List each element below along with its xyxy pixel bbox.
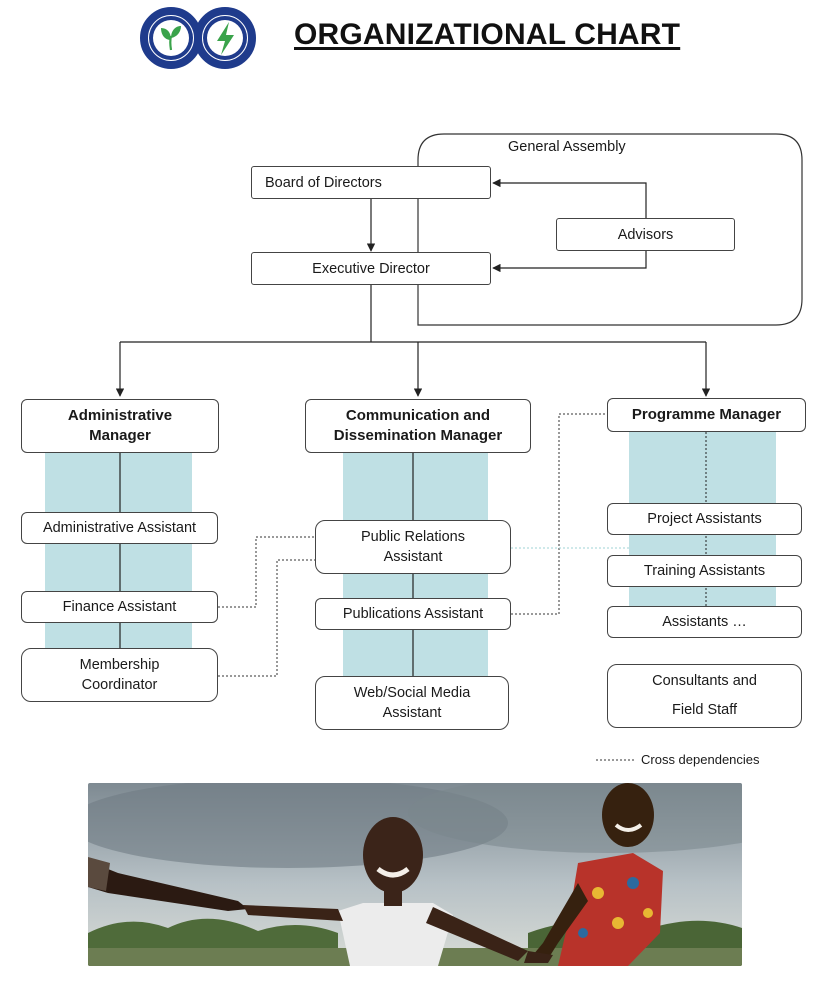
public-relations-assistant-box: Public Relations Assistant — [315, 520, 511, 574]
administrative-assistant-box: Administrative Assistant — [21, 512, 218, 544]
training-assistants-box: Training Assistants — [607, 555, 802, 587]
administrative-manager-box: Administrative Manager — [21, 399, 219, 453]
advisors-box: Advisors — [556, 218, 735, 251]
communication-manager-box: Communication and Dissemination Manager — [305, 399, 531, 453]
general-assembly-label: General Assembly — [508, 139, 626, 155]
membership-coordinator-box: Membership Coordinator — [21, 648, 218, 702]
web-social-media-assistant-box: Web/Social Media Assistant — [315, 676, 509, 730]
consultants-field-staff-box: Consultants and Field Staff — [607, 664, 802, 728]
publications-assistant-box: Publications Assistant — [315, 598, 511, 630]
page-title: ORGANIZATIONAL CHART — [294, 18, 681, 51]
organization-logo — [137, 4, 261, 72]
executive-director-box: Executive Director — [251, 252, 491, 285]
assistants-more-box: Assistants … — [607, 606, 802, 638]
programme-manager-box: Programme Manager — [607, 398, 806, 432]
general-assembly-outline — [417, 133, 803, 326]
board-of-directors-box: Board of Directors — [251, 166, 491, 199]
finance-assistant-box: Finance Assistant — [21, 591, 218, 623]
project-assistants-box: Project Assistants — [607, 503, 802, 535]
children-photo — [88, 783, 742, 966]
legend-cross-dependencies: Cross dependencies — [641, 752, 760, 767]
